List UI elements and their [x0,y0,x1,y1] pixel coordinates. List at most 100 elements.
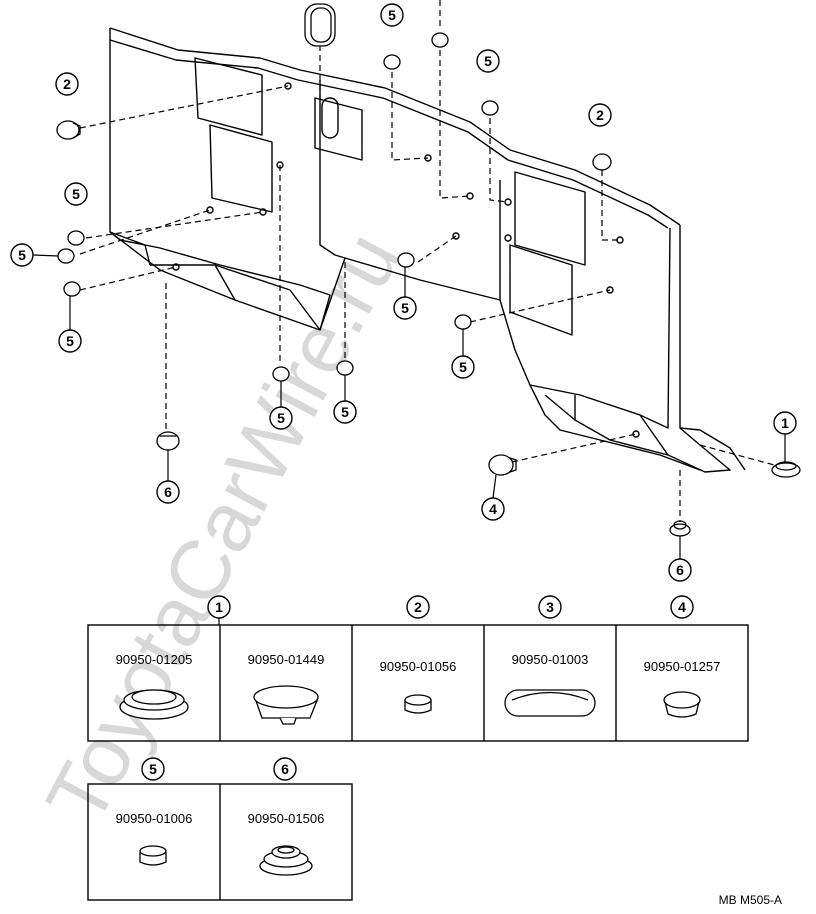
panel-bottom-right-fold [574,395,669,456]
leader-5-j [469,289,611,323]
leader-lines [79,0,779,522]
part-number-1a: 90950-01205 [116,652,193,667]
callout-1: 1 [773,411,797,435]
plug-icon-6 [259,845,313,876]
svg-text:5: 5 [18,247,26,263]
svg-text:2: 2 [414,599,422,615]
hole [452,232,460,240]
callout-6: 6 [156,480,180,504]
plug-icon-1b [253,685,319,725]
plug-icon-5 [139,845,167,866]
panel-right-flange [544,225,731,473]
svg-text:2: 2 [63,76,71,92]
svg-text:6: 6 [281,761,289,777]
svg-text:5: 5 [66,333,74,349]
svg-text:5: 5 [341,404,349,420]
callout-5: 5 [333,400,357,424]
part-number-2: 90950-01056 [380,659,457,674]
service-hole-2 [209,124,273,213]
hole [504,198,512,206]
floor-panel [109,27,746,473]
leader-5-h [489,118,509,203]
legend-callout-3: 3 [538,595,562,619]
part-number-5: 90950-01006 [116,811,193,826]
plug-icon-4 [663,691,701,718]
plug-6-left [156,431,180,451]
plug-5 [454,314,472,330]
svg-text:5: 5 [388,7,396,23]
callout-5: 5 [451,355,475,379]
panel-lower-fold-2 [214,264,321,331]
svg-text:5: 5 [401,300,409,316]
plug-5 [383,54,401,70]
plug-6-right [669,523,691,537]
legend-callout-4: 4 [670,595,694,619]
svg-text:6: 6 [164,484,172,500]
watermark-text: ToyotaCarWire.ru [28,217,418,838]
panel-center-step [319,80,346,259]
panel-top-edge [109,27,681,226]
callout-5: 5 [10,243,34,267]
panel-outline [109,28,671,429]
leader-5-i [417,235,457,263]
plug-3-oval [304,3,336,47]
plug-icon-3 [504,689,596,717]
svg-text:5: 5 [459,359,467,375]
plug-5 [67,230,85,246]
svg-text:2: 2 [596,107,604,123]
service-hole-5 [509,244,573,336]
svg-text:1: 1 [215,599,223,615]
hole [172,263,180,271]
callout-5: 5 [380,3,404,27]
legend-callout-6: 6 [273,757,297,781]
watermark: ToyotaCarWire.ru [28,217,418,838]
svg-text:5: 5 [484,53,492,69]
svg-text:1: 1 [781,415,789,431]
plug-5 [57,248,75,264]
part-number-1b: 90950-01449 [248,652,325,667]
svg-text:5: 5 [72,186,80,202]
callout-4: 4 [481,497,505,521]
panel-bottom-right-skirt [529,384,701,471]
plug-4 [488,454,514,476]
leader-5-g [439,50,471,199]
plugs [56,3,801,537]
plug-3-inner [310,7,332,43]
hole [206,206,214,214]
legend-top-row [87,624,749,742]
svg-text:4: 4 [489,501,497,517]
callout-5: 5 [476,49,500,73]
plug-2-left [56,120,80,140]
leader-2-right [601,170,620,241]
part-number-6: 90950-01506 [248,811,325,826]
callout-5: 5 [269,406,293,430]
legend-callout-5: 5 [141,757,165,781]
leader-5-c [79,266,177,291]
hole [606,286,614,294]
callout-6: 6 [668,558,692,582]
plug-5 [336,360,354,376]
plug-icon-2 [404,694,432,714]
service-hole-4 [514,171,586,266]
legend-callout-1: 1 [207,595,231,619]
svg-text:5: 5 [277,410,285,426]
leader-2-left [79,85,289,129]
plug-5 [431,32,449,48]
plug-5 [481,100,499,116]
legend-callout-2: 2 [406,595,430,619]
parts-legend: 1 2 3 4 5 6 90950-01205 90950-01449 9095… [87,595,782,907]
leader-5-b [79,209,211,255]
hole [504,234,512,242]
plug-5 [272,366,290,382]
exploded-callouts: 5 5 2 2 5 5 5 5 5 5 5 1 6 4 6 [10,3,797,582]
panel-right-tab [679,427,746,471]
service-hole-3 [314,97,363,161]
callout-5: 5 [393,296,417,320]
diagram-code: MB M505-A [719,893,782,907]
part-number-4: 90950-01257 [644,659,721,674]
oval-hole [321,97,339,139]
part-number-3: 90950-01003 [512,652,589,667]
service-hole-1 [194,57,263,136]
hole [632,430,640,438]
